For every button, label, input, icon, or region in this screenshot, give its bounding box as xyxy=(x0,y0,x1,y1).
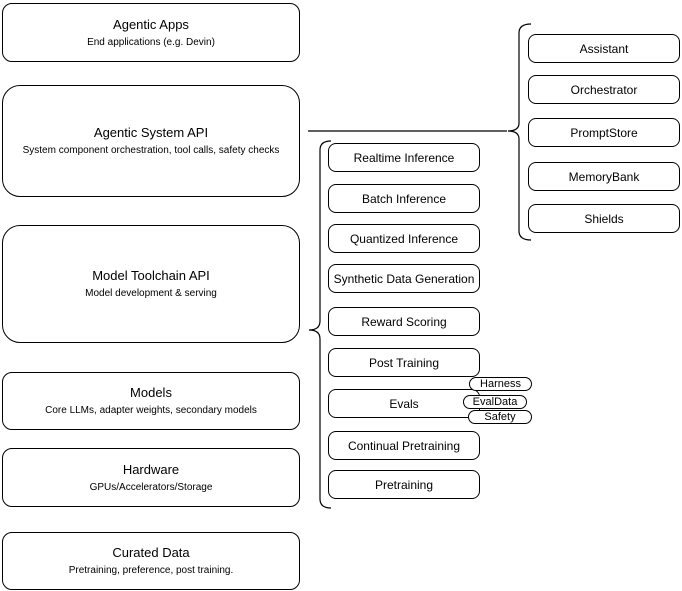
box-assistant: Assistant xyxy=(528,34,680,63)
box-label: Evals xyxy=(389,396,419,411)
box-label: Reward Scoring xyxy=(361,314,447,329)
box-subtitle: Pretraining, preference, post training. xyxy=(68,565,234,576)
box-reward-scoring: Reward Scoring xyxy=(328,307,480,336)
box-label: Pretraining xyxy=(374,477,434,492)
pill-label: Harness xyxy=(480,378,521,390)
box-model-toolchain-api: Model Toolchain API Model development & … xyxy=(2,225,300,343)
box-title: Model Toolchain API xyxy=(92,268,210,283)
box-synthetic-data-generation: Synthetic Data Generation xyxy=(328,264,480,293)
box-subtitle: GPUs/Accelerators/Storage xyxy=(89,481,213,493)
box-orchestrator: Orchestrator xyxy=(528,75,680,104)
box-label: Continual Pretraining xyxy=(347,438,461,453)
box-agentic-system-api: Agentic System API System component orch… xyxy=(2,85,300,197)
box-quantized-inference: Quantized Inference xyxy=(328,224,480,253)
box-realtime-inference: Realtime Inference xyxy=(328,143,480,172)
box-title: Hardware xyxy=(122,461,180,477)
box-subtitle: System component orchestration, tool cal… xyxy=(22,145,280,156)
box-label: Batch Inference xyxy=(361,191,447,206)
box-memorybank: MemoryBank xyxy=(528,162,680,191)
box-evals: Evals xyxy=(328,389,480,418)
box-label: Synthetic Data Generation xyxy=(333,271,475,286)
box-batch-inference: Batch Inference xyxy=(328,184,480,213)
box-post-training: Post Training xyxy=(328,348,480,377)
pill-label: EvalData xyxy=(472,396,518,408)
box-label: Realtime Inference xyxy=(353,150,455,165)
box-label: Assistant xyxy=(579,41,629,56)
box-models: Models Core LLMs, adapter weights, secon… xyxy=(2,372,300,430)
box-title: Agentic Apps xyxy=(113,16,189,32)
box-label: PromptStore xyxy=(570,125,638,140)
box-label: Post Training xyxy=(368,355,440,370)
box-promptstore: PromptStore xyxy=(528,118,680,147)
pill-label: Safety xyxy=(484,411,516,423)
box-title: Agentic System API xyxy=(93,125,209,140)
box-label: MemoryBank xyxy=(568,169,640,184)
box-pretraining: Pretraining xyxy=(328,470,480,499)
box-hardware: Hardware GPUs/Accelerators/Storage xyxy=(2,448,300,507)
box-subtitle: Core LLMs, adapter weights, secondary mo… xyxy=(45,405,257,416)
box-subtitle: Model development & serving xyxy=(85,288,217,299)
box-shields: Shields xyxy=(528,204,680,233)
box-subtitle: End applications (e.g. Devin) xyxy=(87,36,215,48)
pill-evaldata: EvalData xyxy=(463,395,527,409)
box-label: Quantized Inference xyxy=(349,231,459,246)
box-title: Models xyxy=(130,385,172,400)
box-agentic-apps: Agentic Apps End applications (e.g. Devi… xyxy=(2,3,300,62)
box-curated-data: Curated Data Pretraining, preference, po… xyxy=(2,532,300,590)
pill-safety: Safety xyxy=(468,410,532,424)
box-continual-pretraining: Continual Pretraining xyxy=(328,431,480,460)
pill-harness: Harness xyxy=(469,377,532,391)
box-label: Orchestrator xyxy=(570,82,638,97)
box-title: Curated Data xyxy=(112,545,190,560)
box-label: Shields xyxy=(584,211,624,226)
